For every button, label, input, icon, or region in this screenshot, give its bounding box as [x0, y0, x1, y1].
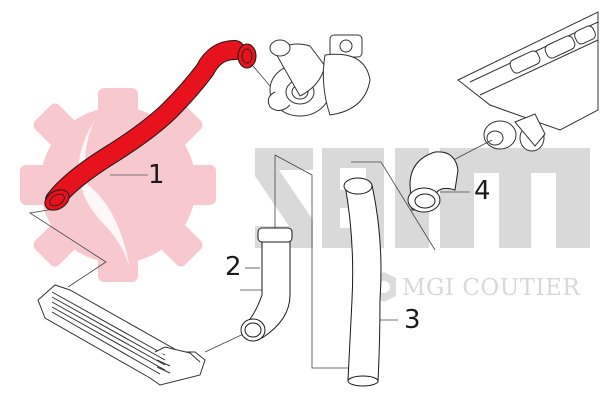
intake-manifold — [457, 11, 599, 152]
callout-1[interactable]: 1 — [148, 160, 165, 190]
callout-3[interactable]: 3 — [404, 305, 421, 335]
part-4-hose — [407, 151, 470, 213]
part-2-hose — [240, 227, 293, 342]
brand-text: MGI COUTIER — [402, 275, 581, 301]
intercooler — [37, 284, 206, 386]
callout-2[interactable]: 2 — [225, 252, 242, 282]
gear-watermark-icon — [20, 88, 216, 282]
part-3-hose — [343, 177, 398, 387]
callout-4[interactable]: 4 — [474, 176, 491, 206]
turbocharger — [267, 34, 371, 117]
part-1-hose — [44, 40, 257, 211]
